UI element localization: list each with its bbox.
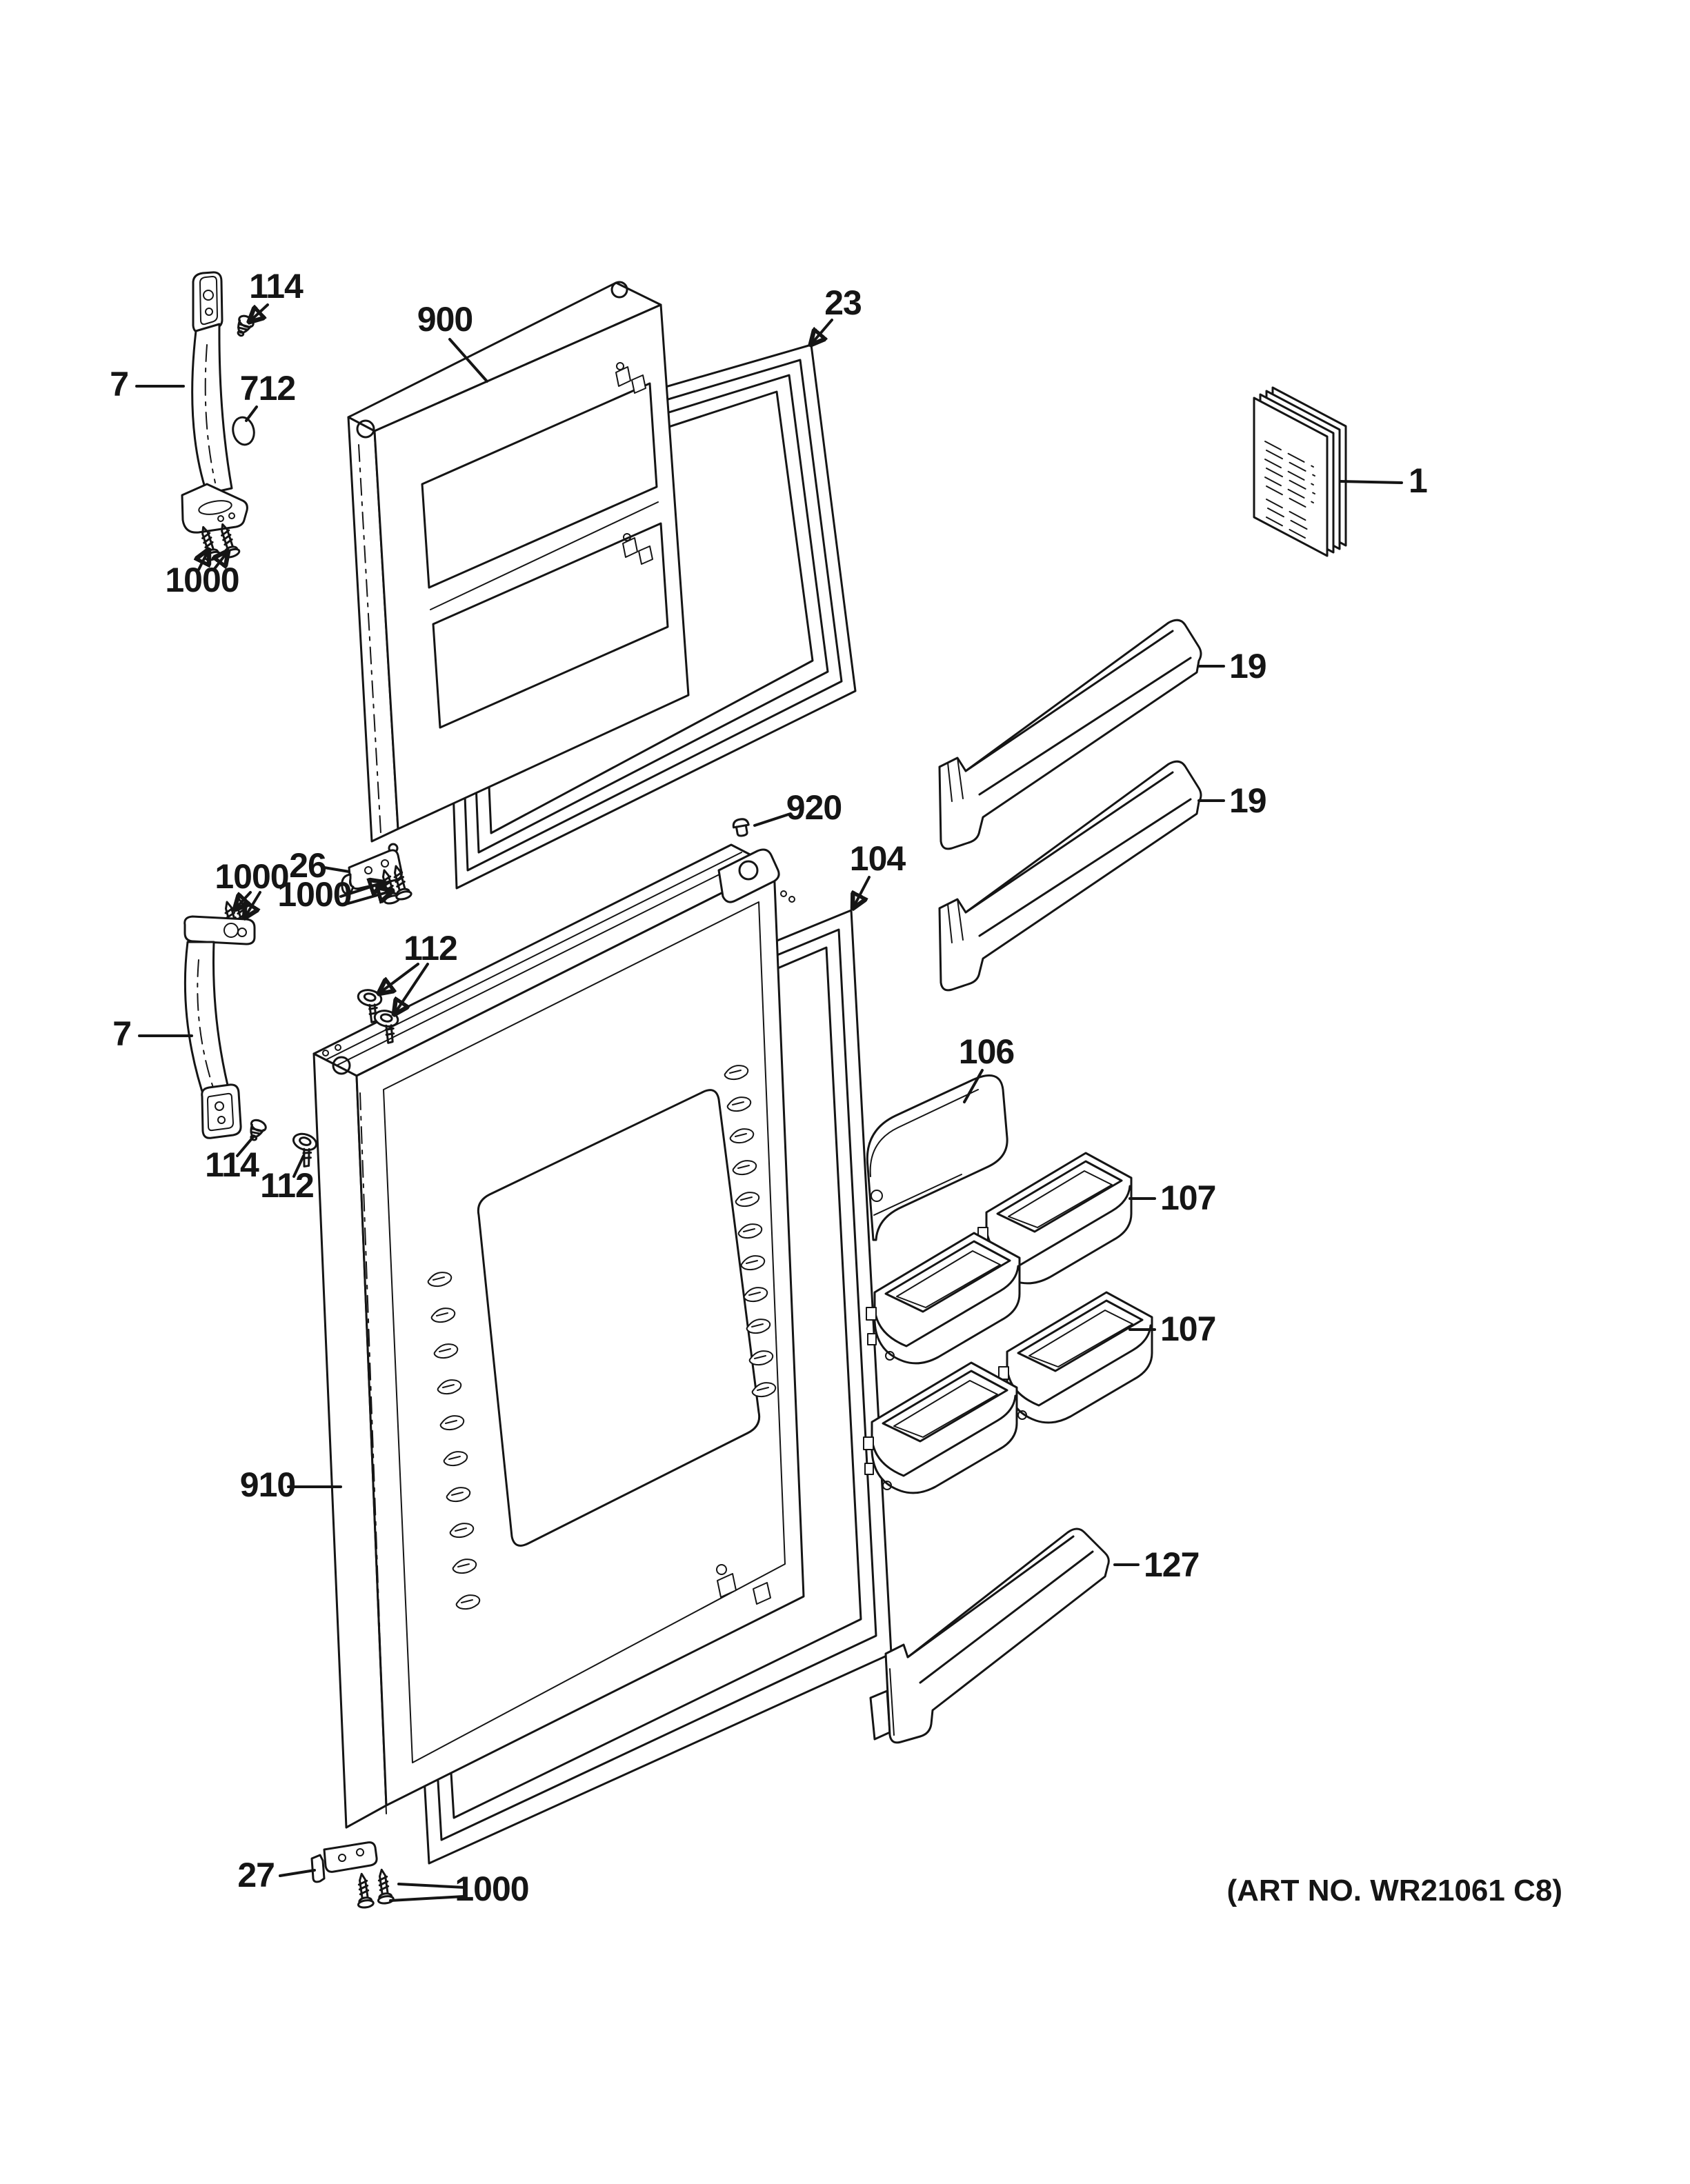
bottom-hinge (310, 1841, 378, 1883)
fresh-food-door (312, 843, 805, 1829)
door-bin (997, 1291, 1153, 1424)
leader-line-23 (811, 319, 833, 344)
handle-shoulder-screw-bottom (244, 1116, 269, 1144)
part-callout-1000-12: 1000 (277, 875, 351, 914)
part-callout-1-6: 1 (1409, 461, 1427, 500)
part-callout-107-21: 107 (1160, 1310, 1215, 1348)
door-bin (862, 1361, 1018, 1494)
part-callout-19-7: 19 (1229, 647, 1266, 685)
leader-line-26 (323, 866, 350, 873)
part-callout-1000-3: 1000 (165, 561, 239, 599)
leader-line-1000 (214, 552, 228, 571)
leader-line-900 (448, 338, 488, 383)
part-callout-712-2: 712 (240, 369, 295, 408)
fresh-door-shelf (869, 1527, 1110, 1744)
part-callout-1000-24: 1000 (455, 1870, 528, 1908)
part-callout-127-22: 127 (1144, 1545, 1199, 1584)
part-callout-104-14: 104 (850, 839, 906, 878)
fresh-food-door-handle (183, 915, 256, 1139)
fresh-food-door-assembly (312, 843, 893, 1865)
leader-line-112 (395, 963, 429, 1014)
leader-line-114 (250, 303, 269, 321)
part-callout-107-20: 107 (1160, 1179, 1215, 1217)
part-callout-910-18: 910 (240, 1465, 295, 1504)
leader-line-1 (1340, 480, 1403, 484)
leader-line-106 (963, 1069, 984, 1103)
part-callout-106-19: 106 (959, 1032, 1014, 1071)
leader-line-1000 (199, 550, 208, 571)
leader-line-920 (753, 812, 792, 827)
bottom-hinge-screws (352, 1867, 395, 1910)
handle-grommet (232, 416, 255, 446)
leader-line-1000 (342, 891, 392, 906)
part-callout-7-15: 7 (112, 1014, 131, 1053)
leader-line-1000 (245, 891, 261, 917)
part-callout-112-13: 112 (404, 929, 457, 968)
part-callout-26-10: 26 (289, 846, 326, 885)
art-number: (ART NO. WR21061 C8) (1226, 1874, 1562, 1907)
part-callout-7-1: 7 (110, 365, 128, 403)
handle-shoulder-screw-top (231, 312, 257, 340)
part-callout-23-5: 23 (824, 283, 862, 322)
handle-set-screw (285, 1130, 320, 1170)
manual-cover-text-lines (1264, 441, 1315, 539)
leader-line-112 (379, 963, 419, 993)
leader-line-1000 (397, 1883, 466, 1889)
part-callout-900-4: 900 (417, 300, 473, 339)
owners-manual (1253, 386, 1347, 557)
part-callout-1000-11: 1000 (215, 857, 288, 896)
part-callout-112-17: 112 (260, 1166, 314, 1205)
door-bin (865, 1232, 1021, 1365)
leader-line-1000 (339, 883, 384, 898)
part-callout-19-8: 19 (1229, 781, 1266, 820)
leader-line-712 (245, 405, 258, 422)
part-callout-114-0: 114 (249, 267, 304, 305)
dairy-door (866, 1074, 1008, 1241)
freezer-door (347, 281, 690, 843)
leader-line-104 (853, 876, 871, 908)
leader-line-1000 (389, 1895, 465, 1902)
hole-plug (731, 817, 752, 839)
freezer-door-handle (181, 271, 248, 534)
part-callout-27-23: 27 (237, 1856, 275, 1894)
leader-line-112 (292, 1154, 305, 1178)
leader-line-114 (236, 1136, 254, 1157)
freezer-door-assembly (347, 281, 857, 890)
part-callout-114-16: 114 (205, 1145, 259, 1184)
part-callout-920-9: 920 (786, 788, 842, 827)
leader-line-27 (279, 1869, 316, 1877)
